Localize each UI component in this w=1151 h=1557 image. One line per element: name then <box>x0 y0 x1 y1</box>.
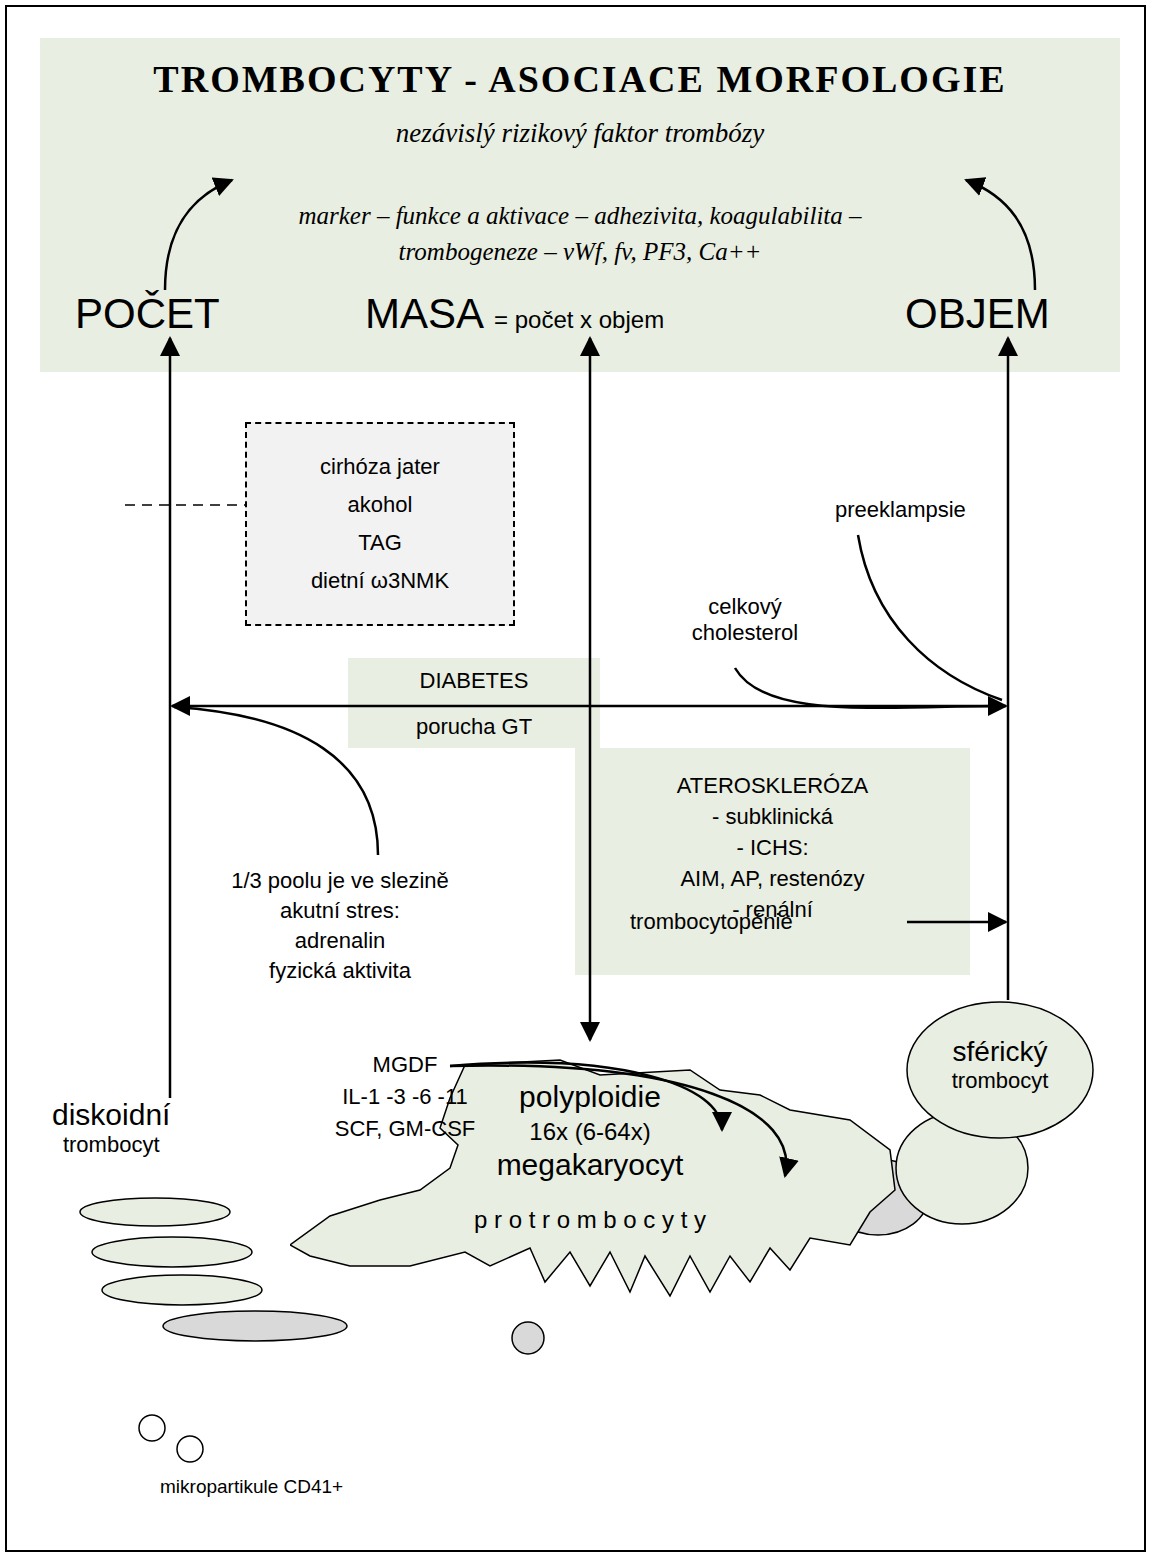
microparticle <box>139 1415 165 1441</box>
node-text: = počet x objem <box>494 306 664 333</box>
node-text: trombocyt <box>52 1132 170 1158</box>
curved-arrow <box>735 668 1000 708</box>
arrows <box>125 180 1035 1176</box>
annotation-label: 1/3 poolu je ve slezině <box>190 868 490 894</box>
node-text: ATEROSKLERÓZA <box>575 770 970 801</box>
discoid-platelet <box>102 1275 262 1305</box>
count-node: POČET <box>75 290 220 338</box>
microparticle <box>512 1322 544 1354</box>
node-text: diskoidní <box>52 1098 170 1132</box>
annotation-label: preeklampsie <box>835 497 966 523</box>
annotation-label: trombocytopénie <box>630 909 793 935</box>
connector <box>1007 338 1010 1000</box>
discoid-platelet <box>80 1198 230 1226</box>
dashed-box: cirhóza jaterakoholTAGdietní ω3NMK <box>245 422 515 626</box>
connector <box>169 338 172 1098</box>
node-text: dietní ω3NMK <box>255 562 505 600</box>
annotation-label: celkový cholesterol <box>675 594 815 646</box>
annotation-label: SCF, GM-CSF <box>315 1116 495 1142</box>
node-text: nezávislý rizikový faktor trombózy <box>40 118 1120 149</box>
discoid-platelet <box>163 1311 347 1341</box>
megakaryocyte-outline <box>290 1060 895 1296</box>
node-text: AIM, AP, restenózy <box>575 863 970 894</box>
spherical-platelet: sférickýtrombocyt <box>905 1000 1095 1140</box>
annotation-label: fyzická aktivita <box>190 958 490 984</box>
annotation-label: IL-1 -3 -6 -11 <box>315 1084 495 1110</box>
curved-arrow <box>450 1066 786 1176</box>
annotation-label: mikropartikule CD41+ <box>160 1474 343 1500</box>
frame <box>6 6 1145 1551</box>
node-text: cirhóza jater <box>255 448 505 486</box>
node-text: sférický <box>905 1036 1095 1068</box>
node-text: akohol <box>255 486 505 524</box>
discoid-label: diskoidnítrombocyt <box>52 1098 170 1158</box>
microparticle <box>177 1436 203 1462</box>
curved-arrow <box>966 180 1035 290</box>
connector <box>589 338 592 1040</box>
diagram-title: TROMBOCYTY - ASOCIACE MORFOLOGIE <box>40 56 1120 102</box>
curved-arrow <box>858 535 1002 700</box>
node-text: porucha GT <box>348 714 600 740</box>
atherosclerosis-box: ATEROSKLERÓZA- subklinická- ICHS:AIM, AP… <box>575 748 970 975</box>
annotation-label: akutní stres: <box>190 898 490 924</box>
node-text: megakaryocyt <box>290 1148 890 1182</box>
node-text: MASA <box>365 290 484 337</box>
node-text: OBJEM <box>905 290 1050 338</box>
node-text: - subklinická <box>575 801 970 832</box>
curved-arrow <box>174 707 378 855</box>
node-text: DIABETES <box>348 668 600 694</box>
node-text: POČET <box>75 290 220 338</box>
curved-arrow <box>165 180 232 290</box>
node-text: trombocyt <box>905 1068 1095 1094</box>
annotation-label: MGDF <box>315 1052 495 1078</box>
dashed-leader <box>125 504 245 506</box>
annotation-label: adrenalin <box>190 928 490 954</box>
node-text: marker – funkce a aktivace – adhezivita,… <box>230 198 930 270</box>
megakaryocyte-shape: polyploidie16x (6-64x)megakaryocytp r o … <box>290 1040 900 1300</box>
curved-arrow <box>450 1063 722 1130</box>
node-text: p r o t r o m b o c y t y <box>290 1206 890 1234</box>
diabetes-box: DIABETES porucha GT <box>348 658 600 748</box>
straight-arrow <box>907 921 1006 924</box>
mass-node: MASA = počet x objem <box>365 290 664 338</box>
node-text: TAG <box>255 524 505 562</box>
discoid-platelet <box>92 1237 252 1267</box>
node-text: - ICHS: <box>575 832 970 863</box>
volume-node: OBJEM <box>905 290 1050 338</box>
